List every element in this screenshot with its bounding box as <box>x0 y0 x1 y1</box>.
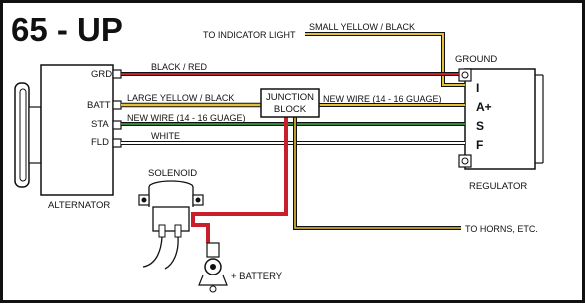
alternator: ALTERNATOR GRD BATT STA FLD <box>14 64 122 211</box>
horns-dest-label: TO HORNS, ETC. <box>465 224 538 234</box>
grd-wire-label: BLACK / RED <box>151 62 208 72</box>
regulator-body <box>464 68 536 170</box>
alt-terminal-fld: FLD <box>91 137 109 148</box>
junction-block: JUNCTION BLOCK <box>260 88 320 118</box>
regulator-ground-label: GROUND <box>455 54 497 65</box>
regulator-label: REGULATOR <box>469 181 527 192</box>
diagram-canvas: 65 - UP ALTERNATOR GRD BATT STA FLD GROU… <box>11 11 544 293</box>
wire-solenoid-battery <box>191 115 288 243</box>
sta-wire-label: NEW WIRE (14 - 16 GUAGE) <box>127 113 246 123</box>
indicator-wire-label: SMALL YELLOW / BLACK <box>309 22 415 32</box>
reg-terminal-f: F <box>476 138 483 152</box>
wire-indicator <box>305 32 465 87</box>
fld-wire-label: WHITE <box>151 131 180 141</box>
reg-terminal-i: I <box>476 81 479 95</box>
diagram-title: 65 - UP <box>11 11 123 48</box>
alt-terminal-grd: GRD <box>91 69 112 80</box>
alt-terminal-sta: STA <box>91 119 109 130</box>
reg-terminal-a-plus: A+ <box>476 100 492 114</box>
alt-terminal-batt: BATT <box>87 100 111 111</box>
reg-terminal-s: S <box>476 119 484 133</box>
battery-clamp: + BATTERY <box>198 242 283 293</box>
batt-reg-wire-label: NEW WIRE (14 - 16 GUAGE) <box>323 94 442 104</box>
regulator: GROUND I A+ S F REGULATOR <box>455 54 544 192</box>
battery-label: + BATTERY <box>231 271 283 282</box>
junction-label-line2: BLOCK <box>274 104 307 115</box>
batt-wire-label: LARGE YELLOW / BLACK <box>127 93 234 103</box>
wire-horns <box>293 115 461 230</box>
alternator-body <box>40 64 114 196</box>
indicator-dest-label: TO INDICATOR LIGHT <box>203 30 296 40</box>
alternator-label: ALTERNATOR <box>48 200 110 211</box>
solenoid: SOLENOID <box>138 168 204 270</box>
solenoid-label: SOLENOID <box>148 168 197 179</box>
junction-label-line1: JUNCTION <box>266 92 314 103</box>
